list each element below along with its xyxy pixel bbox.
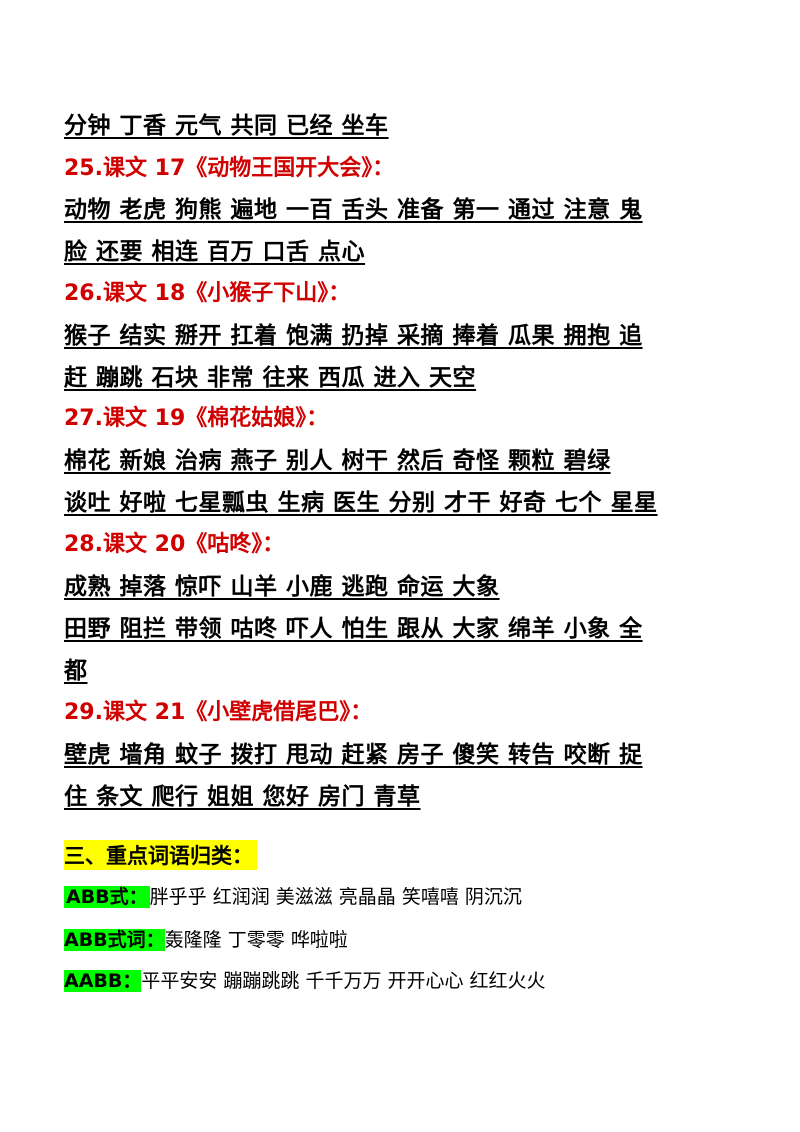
word-line: 棉花 新娘 治病 燕子 别人 树干 然后 奇怪 颗粒 碧绿	[64, 448, 611, 474]
category-items: 轰隆隆 丁零零 哗啦啦	[164, 929, 348, 951]
word-line: 成熟 掉落 惊吓 山羊 小鹿 逃跑 命运 大象	[64, 574, 500, 600]
word-line: 猴子 结实 掰开 扛着 饱满 扔掉 采摘 捧着 瓜果 拥抱 追	[64, 323, 643, 349]
category-label: ABB式：	[64, 886, 150, 908]
word-line: 都	[64, 658, 88, 684]
lesson-heading: 28.课文 20《咕咚》：	[64, 532, 285, 557]
section-title: 三、重点词语归类：	[64, 840, 257, 870]
category-items: 胖乎乎 红润润 美滋滋 亮晶晶 笑嘻嘻 阴沉沉	[149, 886, 522, 908]
category-row: ABB式：胖乎乎 红润润 美滋滋 亮晶晶 笑嘻嘻 阴沉沉	[64, 882, 522, 909]
category-items: 平平安安 蹦蹦跳跳 千千万万 开开心心 红红火火	[141, 970, 546, 992]
word-line: 动物 老虎 狗熊 遍地 一百 舌头 准备 第一 通过 注意 鬼	[64, 197, 643, 223]
lesson-heading: 25.课文 17《动物王国开大会》：	[64, 156, 395, 181]
lesson-heading: 27.课文 19《棉花姑娘》：	[64, 406, 329, 431]
word-line: 赶 蹦跳 石块 非常 往来 西瓜 进入 天空	[64, 365, 477, 391]
word-line: 脸 还要 相连 百万 口舌 点心	[64, 239, 366, 265]
category-label: AABB：	[64, 970, 142, 992]
word-line: 分钟 丁香 元气 共同 已经 坐车	[64, 113, 389, 139]
category-label: ABB式词：	[64, 929, 165, 951]
word-line: 谈吐 好啦 七星瓢虫 生病 医生 分别 才干 好奇 七个 星星	[64, 490, 658, 516]
word-line: 壁虎 墙角 蚊子 拨打 甩动 赶紧 房子 傻笑 转告 咬断 捉	[64, 742, 643, 768]
category-row: ABB式词：轰隆隆 丁零零 哗啦啦	[64, 925, 348, 952]
word-line: 住 条文 爬行 姐姐 您好 房门 青草	[64, 784, 421, 810]
lesson-heading: 26.课文 18《小猴子下山》：	[64, 281, 351, 306]
category-row: AABB：平平安安 蹦蹦跳跳 千千万万 开开心心 红红火火	[64, 966, 546, 993]
word-line: 田野 阻拦 带领 咕咚 吓人 怕生 跟从 大家 绵羊 小象 全	[64, 616, 643, 642]
lesson-heading: 29.课文 21《小壁虎借尾巴》：	[64, 700, 373, 725]
